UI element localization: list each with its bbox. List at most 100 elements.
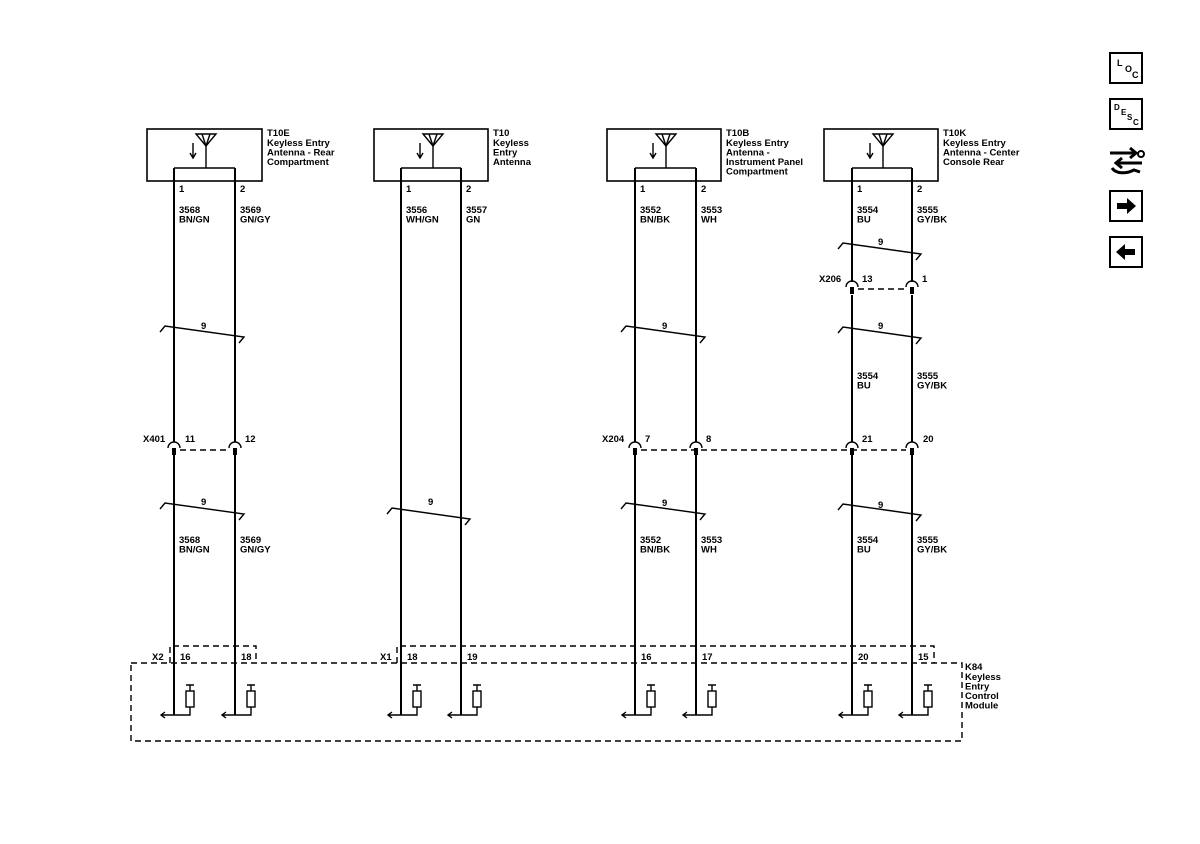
twist-label: 9 [662, 498, 667, 509]
module-input-circuit [446, 684, 482, 719]
connector-pin-label: 1 [922, 274, 928, 285]
wire-color: WH/GN [406, 215, 439, 226]
resistor-terminal [924, 684, 932, 691]
resistor-lead [635, 707, 652, 716]
antenna-mast [878, 133, 888, 168]
twist-line [386, 507, 472, 526]
circuit-number: 3552 [640, 535, 661, 546]
signal-arrow [189, 143, 197, 160]
twist-line [159, 502, 246, 521]
pin-label: 1 [857, 184, 863, 195]
arrow-left-icon [1116, 244, 1135, 260]
signal-arrow [866, 143, 874, 160]
circuit-number: 3552 [640, 205, 661, 216]
connector-pin [694, 448, 698, 455]
swap-wrench-icon [1110, 146, 1145, 175]
wire-color: BU [857, 381, 871, 392]
loc-letter-2: O [1125, 64, 1132, 74]
resistor [472, 690, 482, 708]
wire-color: GN/GY [240, 215, 271, 226]
pin-label: 2 [240, 184, 245, 195]
module-pin-label: 16 [641, 652, 652, 663]
ground-arrow [681, 711, 696, 719]
module-input-circuit [386, 684, 422, 719]
twist-line [837, 326, 923, 345]
resistor-lead [912, 707, 929, 716]
description-button[interactable]: D E S C [1109, 98, 1143, 130]
resistor-terminal [647, 684, 655, 691]
signal-arrow [649, 143, 657, 160]
wire-color: GY/BK [917, 545, 947, 556]
twisted-pair-symbol: 9 [837, 321, 923, 345]
circuit-number: 3555 [917, 371, 939, 382]
twist-label: 9 [878, 237, 883, 248]
component-name-line: Antenna - [726, 148, 770, 159]
resistor-lead [401, 707, 418, 716]
desc-letter-4: C [1133, 118, 1139, 127]
connector-pin-label: 20 [923, 434, 934, 445]
component-ref: T10 [493, 128, 509, 139]
antenna-triangle [871, 133, 895, 148]
resistor [646, 690, 656, 708]
module-pin-label: 17 [702, 652, 713, 663]
twist-label: 9 [201, 497, 206, 508]
connector-arc [845, 441, 859, 449]
location-button[interactable]: L O C [1109, 52, 1143, 84]
previous-button[interactable] [1109, 236, 1143, 268]
swap-button[interactable] [1106, 144, 1146, 176]
wire-color: BU [857, 545, 871, 556]
wire-color: GN [466, 215, 480, 226]
twist-line [620, 325, 707, 344]
twist-label: 9 [428, 497, 433, 508]
resistor [246, 690, 256, 708]
antenna-triangle [194, 133, 218, 148]
connector-pin [233, 448, 237, 455]
circuit-number: 3555 [917, 205, 939, 216]
connector-pin [850, 287, 854, 294]
component-name-line: Keyless [493, 138, 529, 149]
connector-arc [628, 441, 642, 449]
next-button[interactable] [1109, 190, 1143, 222]
connector-pin-label: 7 [645, 434, 650, 445]
connector-pin [172, 448, 176, 455]
resistor [185, 690, 195, 708]
resistor-terminal [708, 684, 716, 691]
module-name-line: Keyless [965, 672, 1001, 683]
twisted-pair-symbol: 9 [386, 497, 472, 526]
antenna-icon [174, 133, 235, 169]
circuit-number: 3569 [240, 205, 261, 216]
desc-letter-1: D [1114, 103, 1120, 112]
resistor-lead [461, 707, 478, 716]
component-ref: T10B [726, 128, 749, 139]
component-box-t10k [823, 128, 939, 182]
antenna-icon [852, 133, 912, 169]
circuit-number: 3555 [917, 535, 939, 546]
connector-pin [850, 448, 854, 455]
antenna-mast [201, 133, 211, 168]
twisted-pair-symbol: 9 [620, 321, 707, 344]
circuit-number: 3557 [466, 205, 487, 216]
resistor-lead [696, 707, 713, 716]
module-name-line: Entry [965, 682, 990, 693]
component-name-line: Compartment [726, 167, 789, 178]
antenna-triangle [654, 133, 678, 148]
wire-color: BN/GN [179, 545, 210, 556]
signal-arrow [416, 143, 424, 160]
resistor-terminal [864, 684, 872, 691]
module-input-circuit [837, 684, 873, 719]
inline-connector-symbol [628, 441, 642, 455]
circuit-number: 3554 [857, 371, 879, 382]
twist-label: 9 [662, 321, 667, 332]
component-name-line: Compartment [267, 157, 330, 168]
component-name-line: Antenna - Rear [267, 148, 335, 159]
module-connector-name: X2 [152, 652, 164, 663]
twist-line [837, 503, 923, 522]
pin-label: 2 [466, 184, 471, 195]
connector-pin-label: 13 [862, 274, 873, 285]
component-box-t10 [373, 128, 489, 182]
circuit-number: 3554 [857, 535, 879, 546]
component-name-line: Antenna - Center [943, 148, 1020, 159]
wire-color: GY/BK [917, 381, 947, 392]
connector-arc [228, 441, 242, 449]
